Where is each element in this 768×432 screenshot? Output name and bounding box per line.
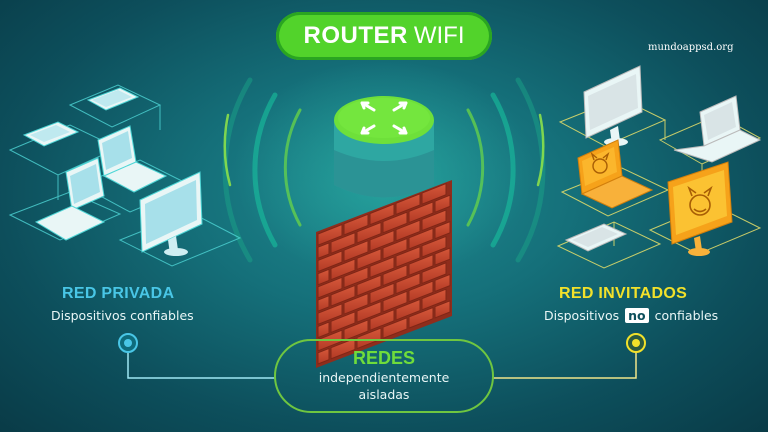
brick xyxy=(408,280,434,303)
brick xyxy=(408,253,434,277)
title-light: WIFI xyxy=(413,22,465,49)
isolated-networks-line2: aisladas xyxy=(358,387,410,402)
brick xyxy=(343,292,369,315)
brick xyxy=(408,306,434,329)
brick xyxy=(369,256,395,279)
brick xyxy=(330,258,356,281)
brick xyxy=(317,223,343,246)
brick xyxy=(434,194,451,214)
brick xyxy=(330,311,356,334)
brick xyxy=(317,321,330,339)
brick xyxy=(343,319,369,342)
brick xyxy=(369,203,395,226)
brick xyxy=(408,227,434,250)
brick xyxy=(317,276,343,299)
guest-subtitle-before: Dispositivos xyxy=(544,308,620,323)
private-devices xyxy=(8,84,242,267)
brick xyxy=(330,337,356,360)
brick xyxy=(421,288,447,311)
brick xyxy=(317,347,330,365)
brick xyxy=(421,182,447,205)
isolated-networks-box xyxy=(274,339,494,413)
brick xyxy=(395,245,421,269)
devil-icon xyxy=(687,185,713,216)
devil-icon xyxy=(590,151,610,174)
brick xyxy=(421,262,447,285)
private-network-title: RED PRIVADA xyxy=(62,285,175,302)
title-bold: ROUTER xyxy=(303,22,408,49)
brick xyxy=(408,201,434,224)
brick xyxy=(434,273,451,293)
brick xyxy=(356,274,382,297)
right-node-core xyxy=(632,339,640,347)
brick xyxy=(421,209,447,232)
connection-lines xyxy=(127,345,637,379)
brick xyxy=(382,211,408,234)
brick xyxy=(395,272,421,295)
brick xyxy=(343,239,369,263)
monitor-icon xyxy=(139,171,203,256)
router-icon xyxy=(334,96,434,198)
private-network-subtitle: Dispositivos confiables xyxy=(51,308,194,323)
brick xyxy=(317,303,343,326)
brick xyxy=(356,248,382,271)
laptop-icon xyxy=(673,95,762,163)
brick xyxy=(343,266,369,289)
guest-subtitle-after: confiables xyxy=(654,308,719,323)
brick xyxy=(356,221,382,244)
brick xyxy=(395,219,421,242)
brick xyxy=(317,242,330,260)
router-wifi-title: ROUTER WIFI xyxy=(276,12,492,60)
brick xyxy=(382,237,408,260)
brick xyxy=(434,220,451,240)
no-badge: no xyxy=(625,308,649,323)
guest-network-subtitle: Dispositivos no confiables xyxy=(544,308,718,323)
brick xyxy=(317,250,343,273)
brick xyxy=(317,294,330,312)
brick xyxy=(330,231,356,255)
phone-icon xyxy=(564,223,628,252)
brick xyxy=(395,298,421,321)
brick xyxy=(369,229,395,252)
brick xyxy=(395,193,421,216)
brick xyxy=(317,268,330,286)
monitor-icon xyxy=(667,161,733,256)
laptop-icon xyxy=(577,139,654,209)
laptop-icon xyxy=(97,125,168,193)
guest-network-title: RED INVITADOS xyxy=(559,285,688,302)
brick xyxy=(330,284,356,307)
brick xyxy=(369,282,395,305)
brick xyxy=(382,290,408,313)
isolated-networks-line1: independientemente xyxy=(318,370,450,385)
tablet-icon xyxy=(86,87,140,111)
phone-icon xyxy=(22,121,80,147)
watermark-text: mundoappsd.org xyxy=(648,42,734,53)
guest-devices xyxy=(556,65,762,269)
brick xyxy=(382,317,408,340)
brick xyxy=(343,213,369,236)
brick xyxy=(382,264,408,287)
brick xyxy=(356,300,382,323)
brick xyxy=(434,247,451,266)
laptop-icon xyxy=(34,157,106,241)
isolated-networks-title: REDES xyxy=(352,348,415,368)
brick xyxy=(434,300,451,319)
brick-wall-icon xyxy=(316,180,452,368)
left-node-core xyxy=(124,339,132,347)
brick xyxy=(421,235,447,258)
brick xyxy=(369,308,395,332)
